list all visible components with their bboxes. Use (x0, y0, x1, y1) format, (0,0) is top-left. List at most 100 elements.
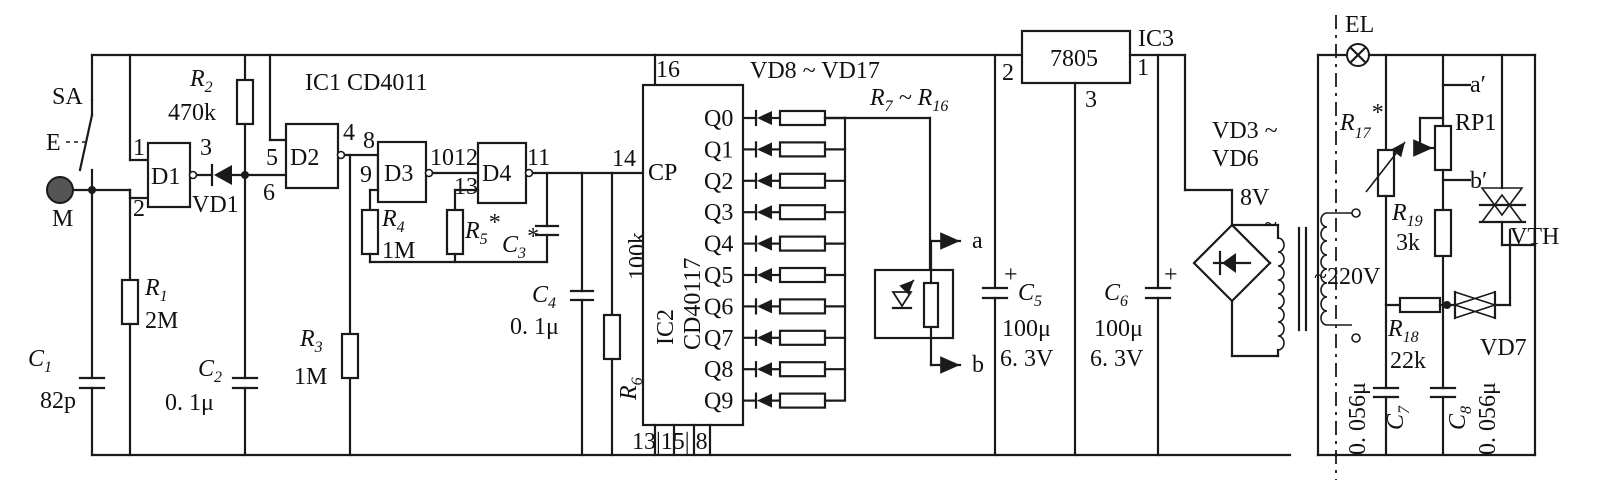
c5-value2: 6. 3V (1000, 346, 1054, 372)
reg-label: 7805 (1050, 46, 1098, 72)
a-label: a (972, 228, 983, 254)
q-label: Q7 (704, 326, 733, 352)
q-label: Q3 (704, 200, 733, 226)
gate-d4: D4 12 13 11 (454, 141, 550, 205)
q-output-row: Q3 (704, 200, 847, 226)
c1-value: 82p (40, 388, 76, 414)
r4-value: 1M (382, 238, 415, 264)
c8-name: C8 (1445, 406, 1475, 430)
diode-icon (757, 330, 772, 345)
cp-label: CP (648, 160, 677, 186)
q-label: Q8 (704, 357, 733, 383)
diode-icon (757, 142, 772, 157)
c6-name: C6 (1104, 280, 1128, 310)
gate-d3: D3 8 9 10 (360, 128, 454, 204)
diode-icon (757, 362, 772, 377)
r1-value: 2M (145, 308, 178, 334)
c4-name: C4 (532, 282, 556, 312)
ic2-bottom-pins: 13|15| 8 (632, 429, 708, 455)
r18-name: R18 (1387, 316, 1419, 346)
c1-name: C1 (28, 346, 52, 376)
b-label: b (972, 352, 984, 378)
pin4-label: 4 (343, 120, 355, 146)
diode-vd1: VD1 (192, 163, 288, 218)
vth-label: VTH (1510, 224, 1559, 250)
diode-icon (757, 393, 772, 408)
r5-name: R5* (464, 210, 500, 248)
d4-label: D4 (482, 161, 511, 187)
q-label: Q0 (704, 106, 733, 132)
pin12-label: 12 (454, 145, 478, 171)
diode-icon (757, 111, 772, 125)
resistor-r3: R3 1M (294, 326, 360, 390)
q-output-row: Q5 (704, 263, 847, 289)
r4-name: R4 (381, 206, 405, 236)
resistor-icon (778, 298, 827, 315)
diode-icon (757, 205, 772, 220)
capacitor-c5: + C5 100μ 6. 3V (981, 262, 1054, 457)
c5-value1: 100μ (1002, 316, 1051, 342)
tilde-label: ~ (1264, 212, 1277, 238)
resistor-icon (778, 172, 827, 189)
c5-name: C5 (1018, 280, 1042, 310)
q-label: Q1 (704, 137, 733, 163)
pin2-label: 2 (133, 196, 145, 222)
pin14-label: 14 (612, 146, 636, 172)
c2-value: 0. 1μ (165, 390, 214, 416)
q-label: Q4 (704, 232, 733, 258)
r17-name: R17* (1339, 100, 1383, 142)
v8-label: 8V (1240, 185, 1270, 211)
gate-d1: D1 1 2 3 (128, 53, 212, 222)
diode-icon (757, 268, 772, 282)
v220-label: ~220V (1314, 264, 1381, 290)
r3-name: R3 (299, 326, 323, 356)
diode-icon (757, 236, 772, 251)
q-output-row: Q0 (704, 106, 847, 132)
optocoupler: a b (873, 228, 984, 378)
q-label: Q5 (704, 263, 733, 289)
r2-name: R2 (189, 66, 213, 96)
regulator-7805: 7805 IC3 2 3 1 (653, 26, 1234, 457)
d2-label: D2 (290, 145, 319, 171)
bridge-label: VD3 ~ (1212, 118, 1278, 144)
switch-label: SA (52, 84, 83, 110)
c7-name: C7 (1383, 405, 1413, 430)
reg-out-pin: 1 (1137, 55, 1149, 81)
resistor-icon (778, 235, 827, 252)
reg-gnd-pin: 3 (1085, 87, 1097, 113)
rp1-label: RP1 (1455, 110, 1496, 136)
q-output-row: Q4 (704, 232, 847, 258)
r19-value: 3k (1396, 230, 1420, 256)
c5-plus: + (1004, 262, 1018, 288)
resistor-r1: R1 2M (120, 188, 178, 457)
vd-range-label: VD8 ~ VD17 (750, 58, 880, 84)
capacitor-c2: C2 0. 1μ (165, 173, 259, 457)
c3-name: C3* (502, 224, 538, 262)
d3-label: D3 (384, 161, 413, 187)
resistor-icon (778, 392, 827, 409)
d1-label: D1 (151, 164, 180, 190)
r2-value: 470k (168, 100, 216, 126)
q-output-row: Q9 (704, 389, 847, 415)
capacitor-c1: C1 82p (28, 188, 106, 457)
pin10-label: 10 (430, 145, 454, 171)
ic2-label: IC2 (653, 309, 679, 345)
q-label: Q2 (704, 169, 733, 195)
c4-value: 0. 1μ (510, 314, 559, 340)
ic2-part: CD40117 (680, 258, 706, 350)
el-label: EL (1345, 12, 1374, 38)
bridge-label-2: VD6 (1212, 146, 1259, 172)
c7-value: 0. 056μ (1345, 382, 1371, 455)
r19-name: R19 (1391, 200, 1423, 230)
e-label: E (46, 130, 61, 156)
capacitor-c4: C4 0. 1μ (510, 171, 595, 457)
vd1-label: VD1 (192, 192, 239, 218)
ic1-label: IC1 CD4011 (305, 70, 427, 96)
pin5-label: 5 (266, 145, 278, 171)
q-output-row: Q8 (704, 357, 847, 383)
pin13-label: 13 (454, 174, 478, 200)
gate-d2: D2 5 6 4 IC1 CD4011 (263, 53, 427, 206)
q-output-row: Q2 (704, 169, 847, 195)
resistor-icon (778, 204, 827, 221)
